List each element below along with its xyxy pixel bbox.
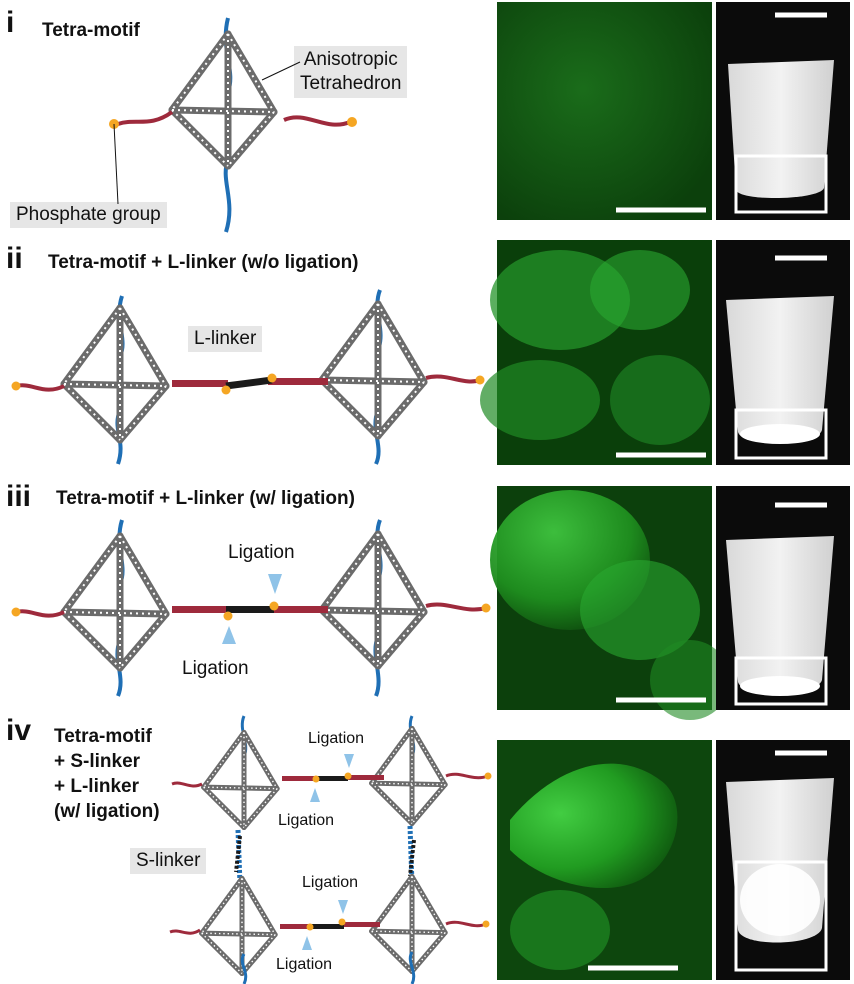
tube-photo-i — [716, 2, 850, 220]
panel-i-title: Tetra-motif — [42, 20, 140, 41]
panel-ii-title: Tetra-motif + L-linker (w/o ligation) — [48, 252, 359, 273]
l-linker-label: L-linker — [188, 326, 263, 352]
confocal-image-iii — [490, 486, 730, 720]
panel-iv-title-line-4: (w/ ligation) — [54, 801, 160, 822]
ligation-label-iv-4: Ligation — [276, 956, 333, 973]
panel-ii-diagram — [11, 289, 485, 465]
tube-photo-iii — [716, 486, 850, 710]
panel-iv-title-line-2: + S-linker — [54, 751, 141, 772]
panel-i-label: i — [6, 6, 15, 39]
s-linker-label: S-linker — [130, 848, 207, 874]
panel-i-diagram — [109, 17, 357, 233]
ligation-arrow-up — [222, 626, 236, 644]
red-strand-right — [283, 115, 351, 127]
tube-photo-ii — [716, 240, 850, 465]
panel-iv-title: Tetra-motif + S-linker + L-linker (w/ li… — [54, 724, 160, 824]
panel-iv-label: iv — [6, 714, 32, 747]
ligation-arrow-down — [268, 574, 282, 594]
ligation-label-iv-1: Ligation — [308, 730, 365, 747]
tetrahedron — [172, 34, 274, 166]
confocal-image-ii — [480, 240, 712, 465]
anisotropic-label-line-1: Anisotropic — [303, 49, 398, 70]
ligation-label-iv-3: Ligation — [302, 874, 359, 891]
linker-duplex-red — [268, 378, 328, 385]
panel-iii-diagram — [11, 519, 491, 697]
anisotropic-tetrahedron-label: Anisotropic Tetrahedron — [294, 46, 408, 98]
anisotropic-label-line-2: Tetrahedron — [300, 73, 402, 94]
panel-iv-title-line-1: Tetra-motif — [54, 726, 152, 747]
confocal-image-iv — [497, 740, 712, 980]
pointer-line — [113, 123, 119, 205]
phosphate-group-label: Phosphate group — [10, 202, 167, 228]
l-linker-strand — [225, 376, 273, 390]
panel-iv-diagram — [169, 715, 492, 984]
linker-duplex-red — [172, 380, 228, 387]
red-strand-left — [117, 110, 174, 126]
ligation-label-iii-top: Ligation — [228, 542, 295, 563]
panel-iv-title-line-3: + L-linker — [54, 776, 139, 797]
panel-iii-title: Tetra-motif + L-linker (w/ ligation) — [56, 488, 355, 509]
pointer-line — [261, 61, 301, 81]
ligation-label-iv-2: Ligation — [278, 812, 335, 829]
highlight-box — [734, 154, 828, 214]
phosphate-marker — [347, 117, 357, 127]
ligation-label-iii-bottom: Ligation — [182, 658, 249, 679]
panel-iii-label: iii — [6, 480, 32, 513]
confocal-image-i — [497, 2, 712, 220]
panel-ii-label: ii — [6, 242, 23, 275]
tube-photo-iv — [716, 740, 850, 980]
